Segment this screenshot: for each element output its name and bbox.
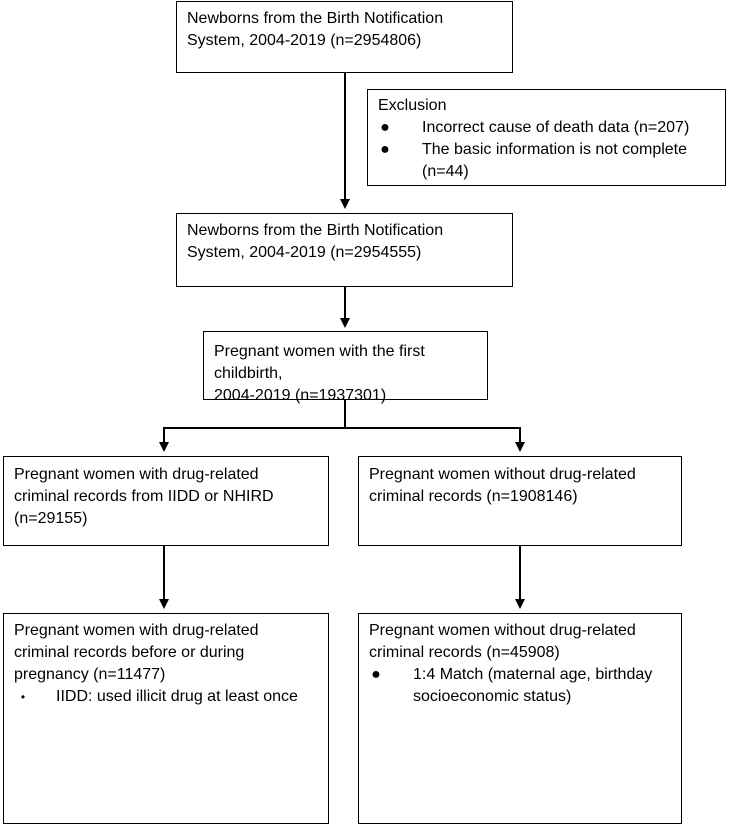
box-first-childbirth: Pregnant women with the first childbirth… bbox=[203, 331, 488, 404]
box-no-drug-records-text: Pregnant women without drug-related crim… bbox=[369, 466, 636, 505]
drug-before-pregnancy-item-text: IIDD: used illicit drug at least once bbox=[56, 688, 298, 705]
bullet-icon: ● bbox=[380, 141, 390, 158]
drug-before-pregnancy-item: • IIDD: used illicit drug at least once bbox=[14, 686, 318, 708]
bullet-icon: ● bbox=[371, 666, 381, 683]
box-no-drug-records: Pregnant women without drug-related crim… bbox=[358, 456, 682, 546]
exclusion-item: ● The basic information is not complete (… bbox=[378, 139, 715, 183]
box-matched-controls: Pregnant women without drug-related crim… bbox=[358, 613, 682, 824]
box-drug-records: Pregnant women with drug-related crimina… bbox=[3, 456, 329, 546]
exclusion-item: ● Incorrect cause of death data (n=207) bbox=[378, 117, 715, 139]
box-newborns-all: Newborns from the Birth Notification Sys… bbox=[176, 1, 513, 73]
exclusion-item-text: The basic information is not complete (n… bbox=[422, 141, 688, 180]
exclusion-list: ● Incorrect cause of death data (n=207) ●… bbox=[378, 117, 715, 183]
bullet-icon: • bbox=[20, 690, 26, 704]
box-matched-controls-text: Pregnant women without drug-related crim… bbox=[369, 622, 636, 661]
box-drug-records-text: Pregnant women with drug-related crimina… bbox=[14, 466, 274, 527]
exclusion-item-text: Incorrect cause of death data (n=207) bbox=[422, 119, 690, 136]
box-newborns-all-text: Newborns from the Birth Notification Sys… bbox=[187, 10, 444, 49]
box-drug-before-pregnancy: Pregnant women with drug-related crimina… bbox=[3, 613, 329, 824]
matched-controls-item: ● 1:4 Match (maternal age, birthday socio… bbox=[369, 664, 671, 708]
box-drug-before-pregnancy-text: Pregnant women with drug-related crimina… bbox=[14, 622, 259, 683]
exclusion-title: Exclusion bbox=[378, 97, 447, 114]
matched-controls-list: ● 1:4 Match (maternal age, birthday socio… bbox=[369, 664, 671, 708]
bullet-icon: ● bbox=[380, 119, 390, 136]
box-newborns-valid-text: Newborns from the Birth Notification Sys… bbox=[187, 222, 444, 261]
drug-before-pregnancy-list: • IIDD: used illicit drug at least once bbox=[14, 686, 318, 708]
matched-controls-item-text: 1:4 Match (maternal age, birthday socioe… bbox=[413, 666, 653, 705]
box-exclusion: Exclusion ● Incorrect cause of death data… bbox=[367, 89, 726, 186]
box-first-childbirth-text: Pregnant women with the first childbirth… bbox=[214, 343, 425, 404]
box-newborns-valid: Newborns from the Birth Notification Sys… bbox=[176, 213, 513, 287]
